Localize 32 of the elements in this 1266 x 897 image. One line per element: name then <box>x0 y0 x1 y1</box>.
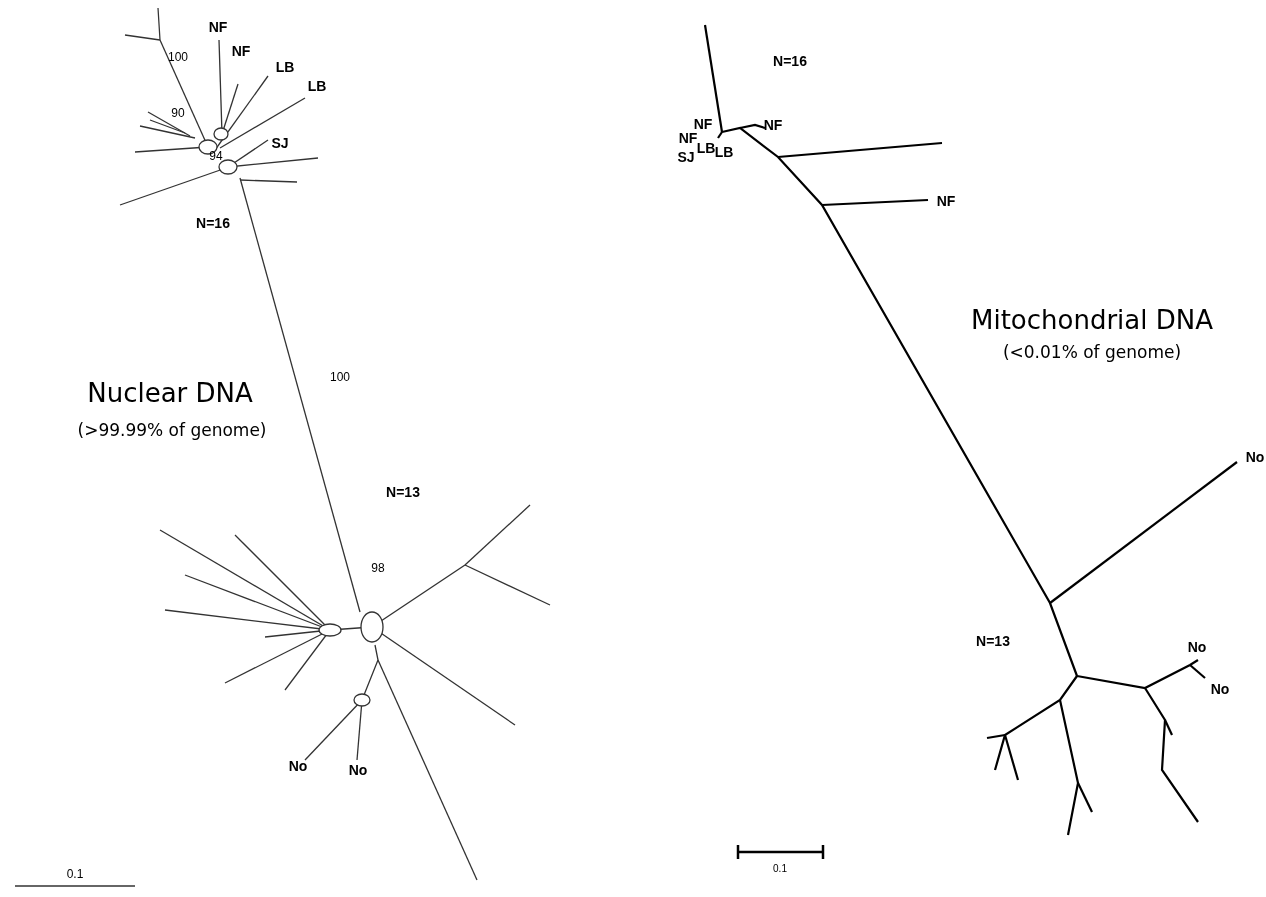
bootstrap-value: 90 <box>171 107 185 121</box>
scale-bar-label: 0.1 <box>66 868 84 882</box>
panel-title: Nuclear DNA <box>87 378 253 408</box>
scale-bar-label: 0.1 <box>773 862 787 874</box>
bootstrap-value: 98 <box>371 562 385 576</box>
tip-label: No <box>1245 450 1265 466</box>
tip-label: NF <box>693 117 713 133</box>
bootstrap-value: 94 <box>209 150 223 164</box>
tip-label: LB <box>275 60 295 76</box>
bootstrap-value: 100 <box>330 371 350 385</box>
tip-label: NF <box>763 118 783 134</box>
panel-subtitle: (>99.99% of genome) <box>77 420 267 440</box>
tip-label: No <box>1187 640 1207 656</box>
tip-label: SJ <box>677 150 695 166</box>
tip-label: LB <box>714 145 734 161</box>
tip-label: No <box>1210 682 1230 698</box>
tip-label: NF <box>936 194 956 210</box>
tip-label: NF <box>208 20 228 36</box>
tip-label: LB <box>307 79 327 95</box>
sample-size-label: N=13 <box>386 485 420 501</box>
panel-subtitle: (<0.01% of genome) <box>1002 342 1182 362</box>
panel-title: Mitochondrial DNA <box>971 305 1213 335</box>
tip-label: LB <box>696 141 716 157</box>
tip-label: SJ <box>271 136 289 152</box>
sample-size-label: N=16 <box>773 54 807 70</box>
sample-size-label: N=16 <box>196 216 230 232</box>
tip-label: No <box>288 759 308 775</box>
tip-label: No <box>348 763 368 779</box>
bootstrap-value: 100 <box>168 51 188 65</box>
sample-size-label: N=13 <box>976 634 1010 650</box>
tip-label: NF <box>231 44 251 60</box>
tip-label: NF <box>678 131 698 147</box>
